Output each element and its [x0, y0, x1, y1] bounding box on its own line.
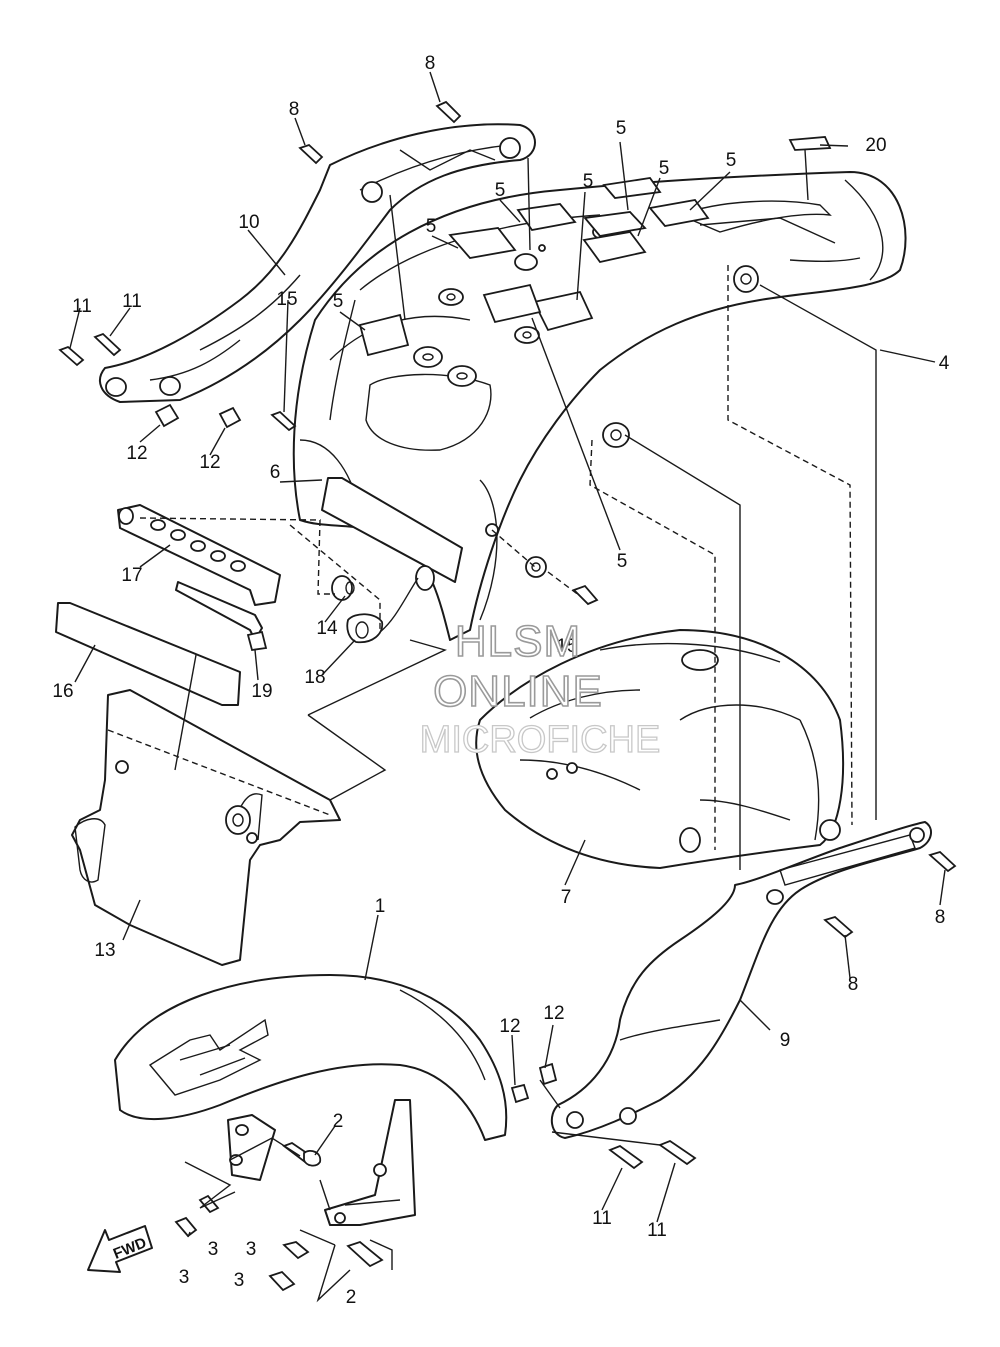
callout-11: 11 [122, 291, 142, 312]
label-decal [788, 136, 832, 151]
rear-fender [292, 171, 907, 641]
callout-5: 5 [333, 291, 344, 312]
callout-13: 13 [94, 940, 115, 961]
watermark-line-1: HLSM [455, 617, 581, 666]
watermark: HLSM ONLINE MICROFICHE [419, 616, 661, 761]
callout-11: 11 [72, 296, 92, 317]
watermark-line-3: MICROFICHE [420, 719, 661, 761]
callout-14: 14 [316, 618, 338, 639]
collars-left [154, 403, 242, 429]
callout-8: 8 [935, 907, 946, 928]
callout-5: 5 [583, 171, 594, 192]
callout-5: 5 [426, 216, 437, 237]
screws-15 [572, 584, 599, 606]
grommet-and-damper [331, 565, 435, 644]
callout-17: 17 [121, 565, 142, 586]
assembly-lines [139, 157, 877, 1303]
callout-19: 19 [251, 681, 272, 702]
flap-13 [71, 689, 341, 966]
callout-11: 11 [592, 1208, 612, 1229]
callout-5: 5 [659, 158, 670, 179]
callout-3: 3 [208, 1239, 219, 1260]
strip-6 [321, 477, 463, 583]
callout-3: 3 [246, 1239, 257, 1260]
callout-1: 1 [375, 896, 386, 917]
callout-5: 5 [726, 150, 737, 171]
callout-12: 12 [126, 443, 147, 464]
callout-5: 5 [617, 551, 628, 572]
damper-pads [358, 177, 710, 357]
callout-15: 15 [276, 289, 297, 310]
right-fender-stay-9 [550, 821, 932, 1139]
callout-labels: 1 2 2 3 3 3 3 4 5 5 5 5 5 5 5 6 7 8 8 8 … [52, 53, 949, 1308]
callout-16: 16 [52, 681, 73, 702]
callout-6: 6 [270, 462, 281, 483]
callout-3: 3 [179, 1267, 190, 1288]
bolts-top-left [58, 100, 462, 432]
callout-5: 5 [495, 180, 506, 201]
callout-18: 18 [304, 667, 325, 688]
callout-11: 11 [647, 1220, 667, 1241]
callout-15: 15 [556, 636, 577, 657]
callout-8: 8 [848, 974, 859, 995]
callout-7: 7 [561, 887, 572, 908]
callout-3: 3 [234, 1270, 245, 1291]
callout-2: 2 [346, 1287, 357, 1308]
callout-12: 12 [543, 1003, 564, 1024]
callout-8: 8 [425, 53, 436, 74]
watermark-line-2: ONLINE [433, 667, 603, 716]
callout-8: 8 [289, 99, 300, 120]
strip-16 [55, 602, 241, 706]
inner-fender-7 [475, 629, 845, 869]
callout-20: 20 [865, 135, 886, 156]
callout-12: 12 [499, 1016, 520, 1037]
right-hardware [510, 850, 957, 1170]
callout-10: 10 [238, 212, 259, 233]
callout-5: 5 [616, 118, 627, 139]
callout-leaders [69, 71, 946, 1238]
callout-12: 12 [199, 452, 220, 473]
fwd-direction-arrow: FWD [87, 1225, 153, 1273]
callout-9: 9 [780, 1030, 791, 1051]
holder-17 [117, 504, 281, 606]
callout-2: 2 [333, 1111, 344, 1132]
left-fender-stay [99, 123, 536, 403]
bolts-front [174, 1141, 384, 1292]
cable-tie-19 [175, 581, 268, 652]
callout-4: 4 [939, 353, 950, 374]
front-fender-1 [114, 974, 508, 1226]
